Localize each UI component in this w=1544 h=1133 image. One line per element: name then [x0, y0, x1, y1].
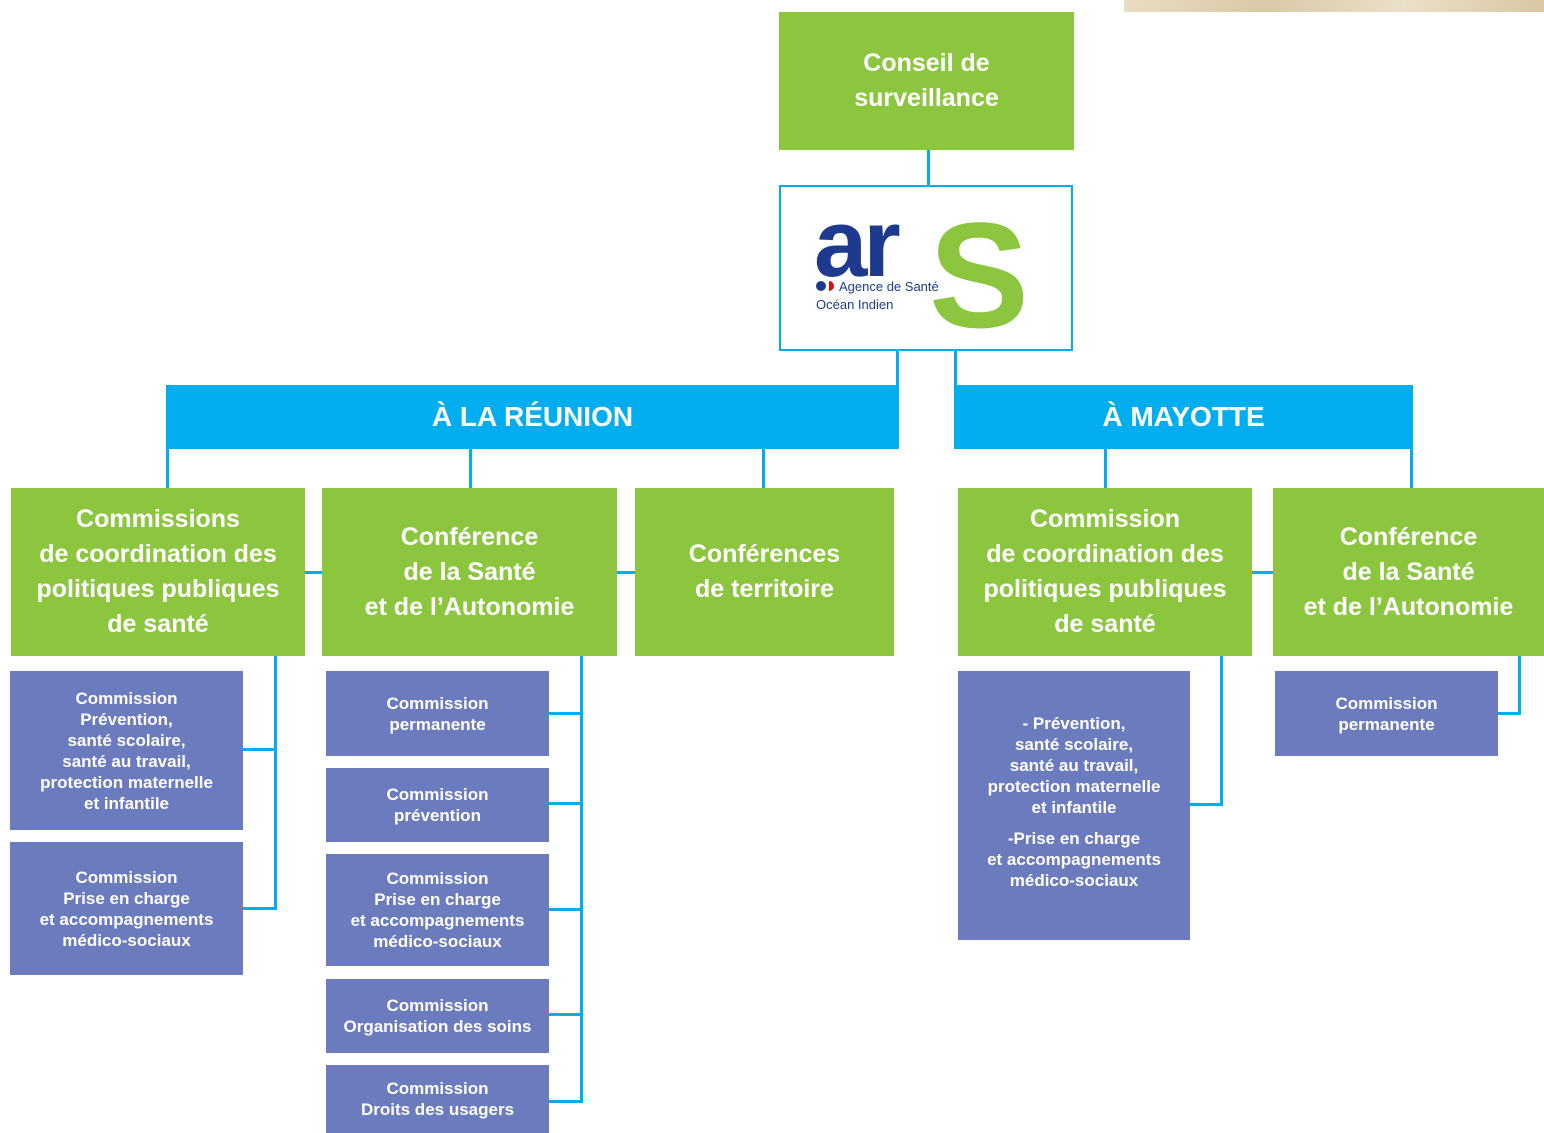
connector [303, 571, 323, 574]
mayotte-prevention-text: - Prévention, santé scolaire, santé au t… [987, 714, 1161, 817]
mayotte-commissions-node: - Prévention, santé scolaire, santé au t… [958, 671, 1190, 940]
commission-prise-en-charge-node: Commission Prise en charge et accompagne… [10, 842, 243, 975]
commission-prise-en-charge-csa-node: Commission Prise en charge et accompagne… [326, 854, 549, 966]
commission-droits-usagers-node: Commission Droits des usagers [326, 1065, 549, 1133]
reunion-coordination-node: Commissions de coordination des politiqu… [11, 488, 305, 656]
commission-organisation-soins-node: Commission Organisation des soins [326, 979, 549, 1053]
mayotte-prise-en-charge-text: -Prise en charge et accompagnements médi… [987, 829, 1161, 890]
reunion-territoire-node: Conférences de territoire [635, 488, 894, 656]
logo-blue-dot [816, 281, 826, 291]
connector [1189, 803, 1223, 806]
mayotte-commission-permanente-node: Commission permanente [1275, 671, 1498, 756]
connector [548, 1100, 582, 1103]
connector [580, 655, 583, 1103]
ars-logo: ar S Agence de Santé Océan Indien [779, 185, 1073, 359]
connector [1497, 712, 1521, 715]
region-mayotte-header: À MAYOTTE [954, 385, 1413, 449]
connector [548, 908, 582, 911]
connector [469, 448, 472, 488]
connector [762, 448, 765, 488]
logo-ar-text: ar [814, 190, 899, 297]
logo-red-flag [829, 281, 834, 291]
connector [616, 571, 636, 574]
connector [274, 655, 277, 910]
connector [548, 802, 582, 805]
mayotte-coordination-node: Commission de coordination des politique… [958, 488, 1252, 656]
connector [548, 712, 582, 715]
reunion-conference-node: Conférence de la Santé et de l’Autonomie [322, 488, 617, 656]
connector [1104, 448, 1107, 488]
commission-prevention-node: Commission Prévention, santé scolaire, s… [10, 671, 243, 830]
commission-prevention-csa-node: Commission prévention [326, 768, 549, 842]
mayotte-conference-node: Conférence de la Santé et de l’Autonomie [1273, 488, 1544, 656]
conseil-de-surveillance-node: Conseil de surveillance [779, 12, 1074, 150]
connector [242, 748, 276, 751]
connector [1220, 655, 1223, 806]
decorative-corner [1124, 0, 1544, 12]
connector [954, 350, 957, 385]
connector [927, 150, 930, 186]
connector [548, 1013, 582, 1016]
connector [1410, 448, 1413, 488]
logo-s-text: S [929, 191, 1029, 349]
region-reunion-header: À LA RÉUNION [166, 385, 899, 449]
logo-line1: Agence de Santé [839, 279, 939, 294]
connector [1518, 655, 1521, 715]
connector [896, 350, 899, 385]
logo-line2: Océan Indien [816, 297, 893, 312]
commission-permanente-node: Commission permanente [326, 671, 549, 756]
ars-logo-graphic: ar S Agence de Santé Océan Indien [814, 190, 1029, 359]
connector [166, 448, 169, 488]
connector [242, 907, 276, 910]
connector [1250, 571, 1274, 574]
